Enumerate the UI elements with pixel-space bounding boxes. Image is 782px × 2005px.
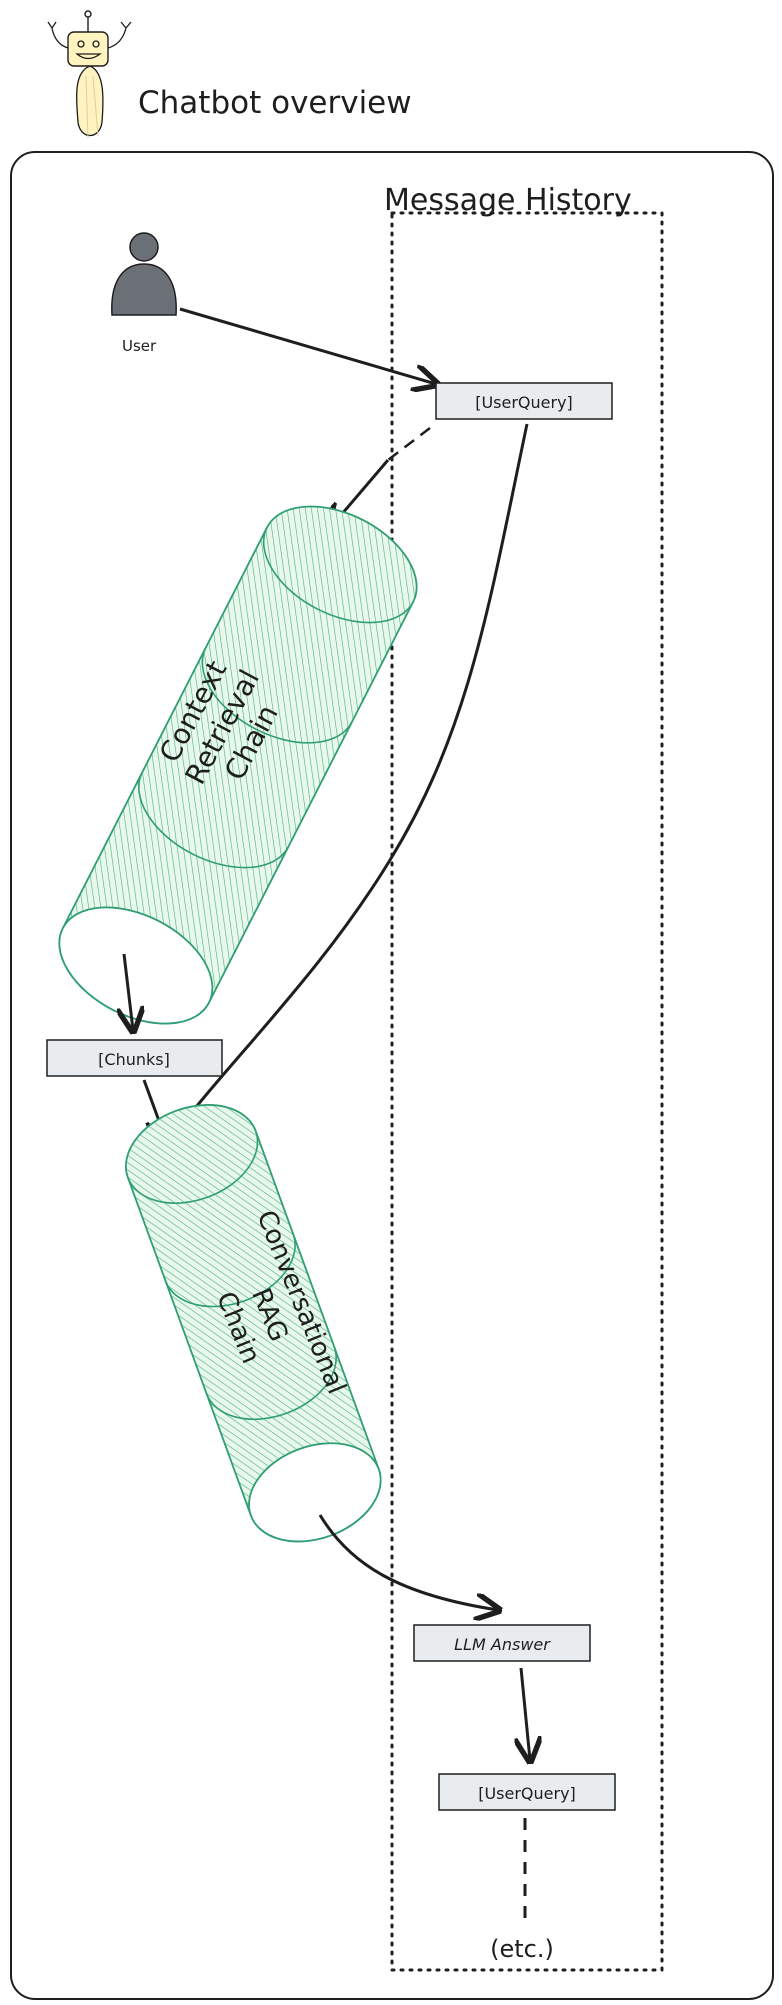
- outer-frame: [10, 151, 774, 2000]
- user-label: User: [122, 337, 157, 355]
- diagram-title: Chatbot overview: [138, 85, 412, 121]
- arrow-context-to-chunks: [124, 953, 133, 1030]
- user-query-box-2: [438, 1773, 616, 1811]
- etc-label: (etc.): [490, 1935, 554, 1963]
- arrow-rag-to-answer: [318, 1514, 498, 1610]
- conversational-rag-chain: [125, 1104, 382, 1543]
- llm-answer-label: LLM Answer: [454, 1635, 551, 1654]
- user-query-box: [435, 382, 613, 420]
- user-query-label-2: [UserQuery]: [478, 1784, 576, 1803]
- user-query-label: [UserQuery]: [475, 393, 573, 412]
- arrow-query-to-context-chain: [387, 427, 431, 461]
- chunks-label: [Chunks]: [98, 1050, 170, 1069]
- robot-icon: [47, 10, 132, 139]
- llm-answer-box: [413, 1624, 591, 1662]
- message-history-frame: [390, 211, 664, 1972]
- context-retrieval-chain: [58, 505, 418, 1025]
- arrow-query-to-rag-chain: [170, 423, 529, 1140]
- arrow-user-to-query: [179, 307, 436, 384]
- chunks-box: [46, 1039, 223, 1077]
- arrow-answer-to-query: [521, 1667, 530, 1760]
- message-history-label: Message History: [384, 183, 632, 218]
- user-icon: [111, 232, 177, 316]
